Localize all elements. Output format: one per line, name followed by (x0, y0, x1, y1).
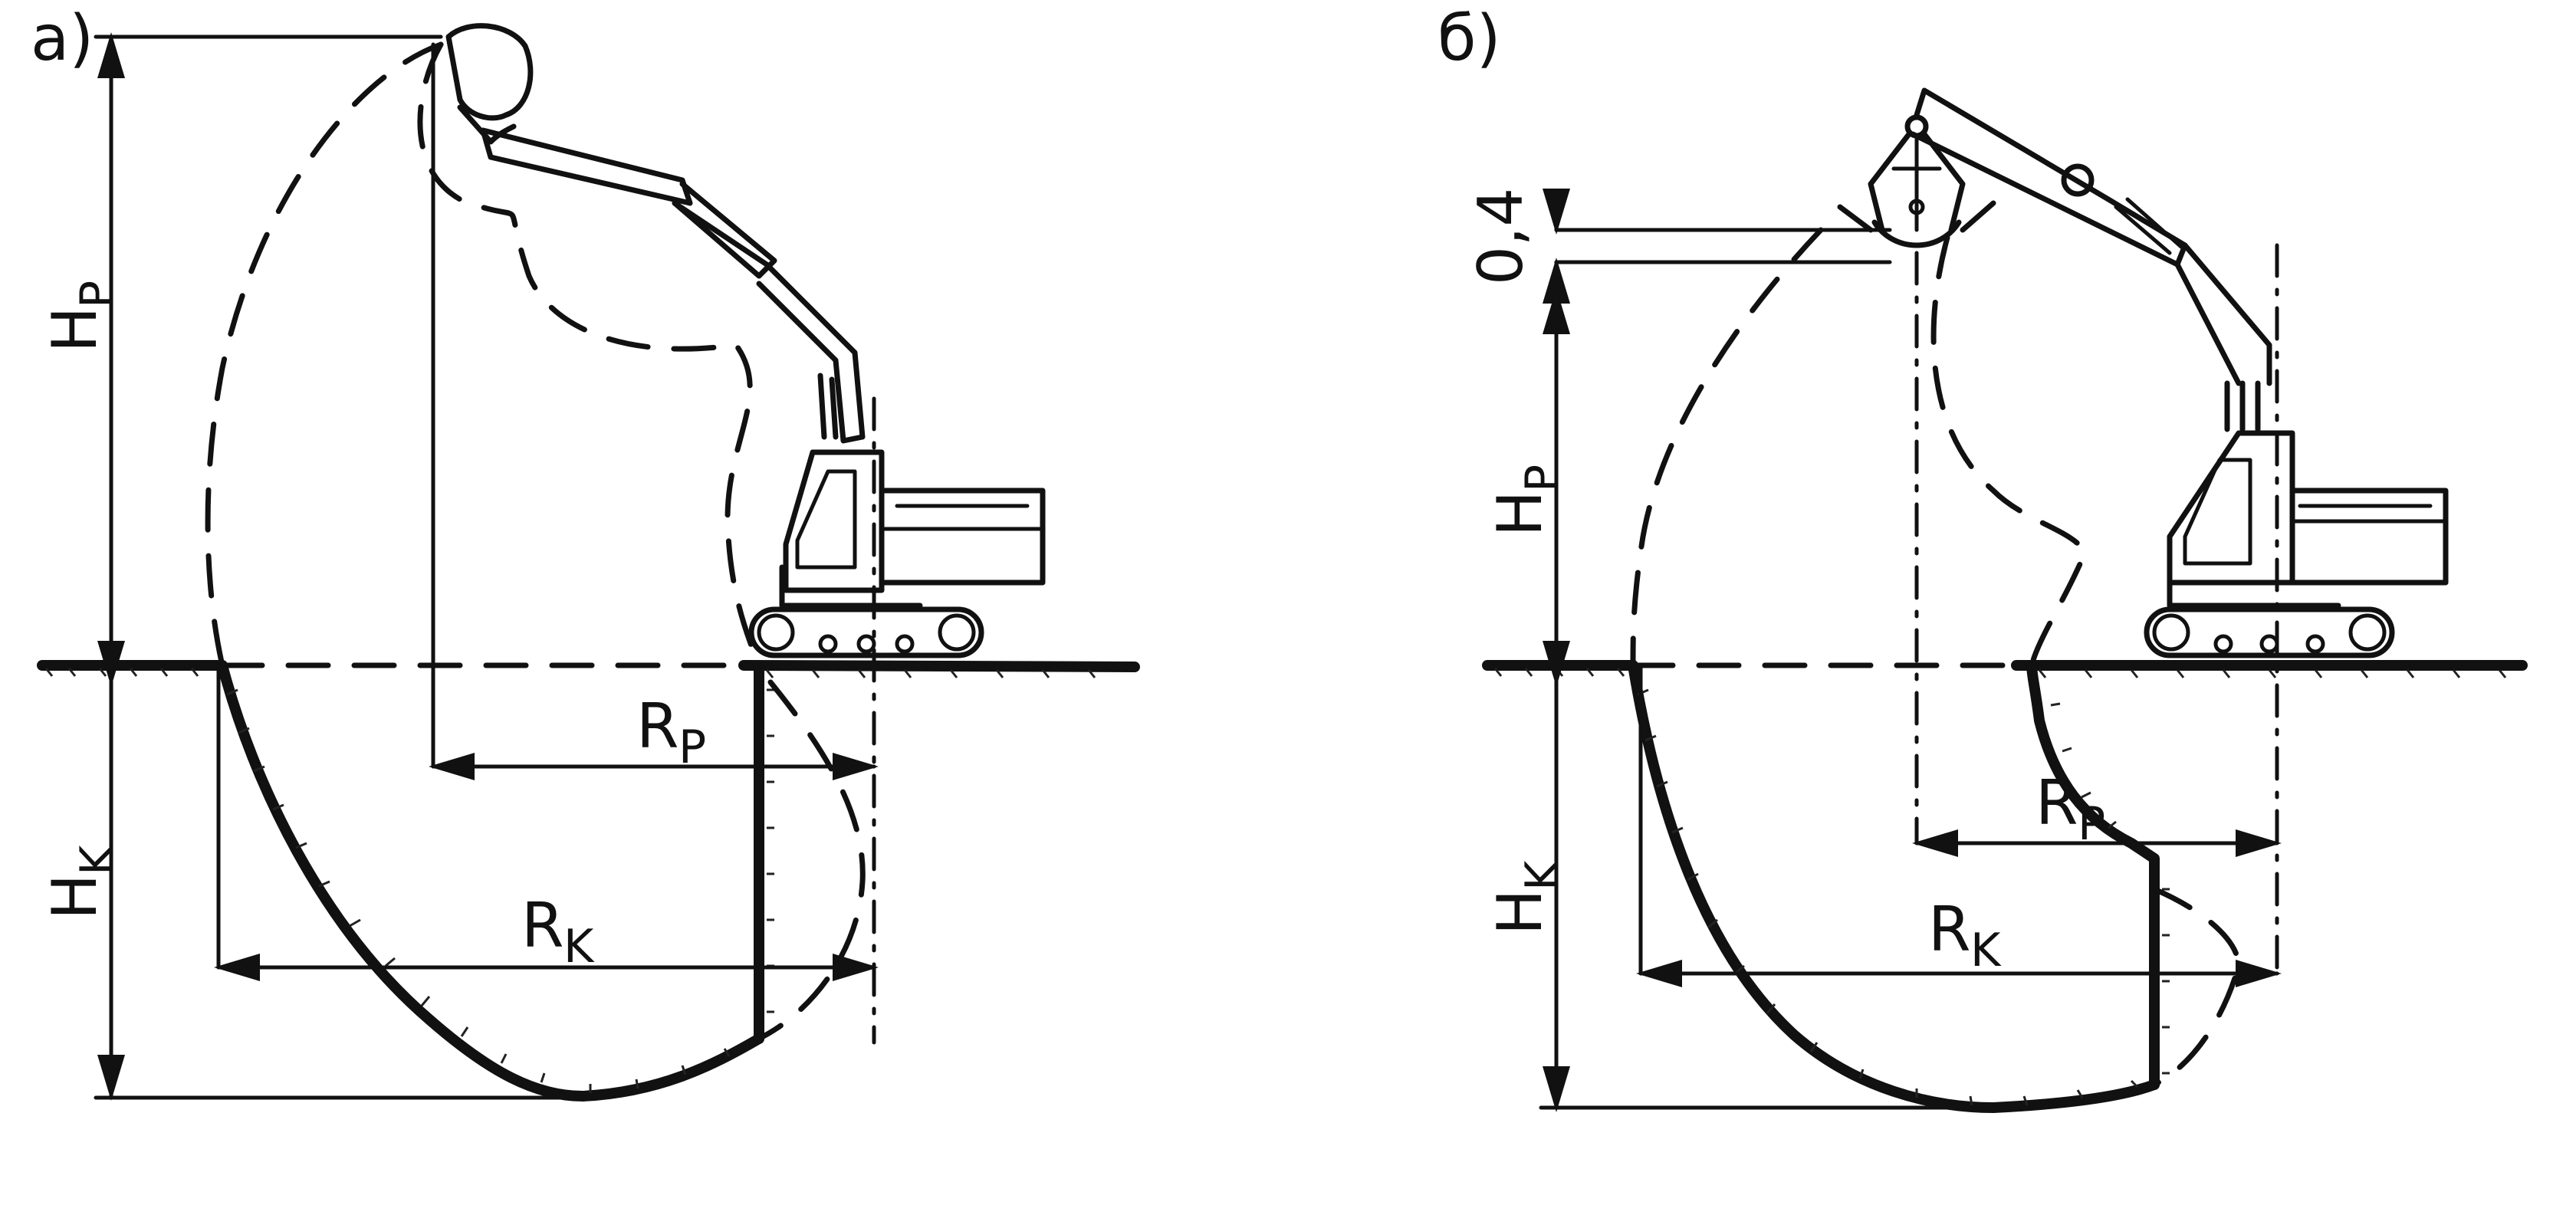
radius-dig-dimension-b: R P (1912, 767, 2282, 857)
height-dimension-b (1539, 288, 1996, 1112)
excavation-profile-b (1628, 660, 2170, 1113)
svg-text:K: K (1970, 924, 2002, 977)
svg-text:H: H (1484, 491, 1556, 537)
svg-text:K: K (564, 920, 595, 974)
envelope-outer-b (1630, 227, 2242, 1088)
envelope-outer-a (205, 41, 866, 1042)
depth-dig-label-a: H K (39, 844, 124, 920)
panel-b: б) 0,4 (1438, 2, 2528, 1113)
excavator-grab-icon (1837, 87, 2449, 658)
svg-text:R: R (636, 691, 679, 762)
height-dig-label-a: H P (39, 281, 124, 353)
offset-dimension-b: 0,4 (1465, 188, 1892, 304)
panel-a-label: а) (31, 2, 94, 75)
svg-text:H: H (39, 874, 110, 920)
excavator-backhoe-icon (445, 23, 1046, 658)
radius-cut-dimension-a: R K (214, 663, 879, 981)
svg-text:P: P (71, 281, 124, 308)
svg-text:R: R (1928, 894, 1971, 965)
svg-text:P: P (2078, 797, 2105, 851)
radius-dig-dimension-a: R P (429, 691, 879, 780)
depth-dig-label-b: H K (1484, 859, 1569, 935)
svg-text:H: H (1484, 889, 1556, 935)
svg-text:H: H (39, 307, 110, 353)
height-dimension-a (94, 31, 593, 1101)
ground-line-a (37, 660, 1140, 678)
svg-text:K: K (1516, 859, 1569, 891)
svg-text:R: R (521, 890, 564, 961)
svg-text:R: R (2036, 767, 2078, 839)
svg-text:P: P (1516, 465, 1569, 492)
svg-text:P: P (678, 721, 706, 774)
panel-a: а) (31, 2, 1140, 1102)
panel-b-label: б) (1438, 2, 1501, 75)
radius-cut-dimension-b: R K (1636, 663, 2282, 987)
svg-text:K: K (71, 844, 124, 875)
offset-label-b: 0,4 (1465, 188, 1536, 285)
height-dig-label-b: H P (1484, 465, 1569, 537)
